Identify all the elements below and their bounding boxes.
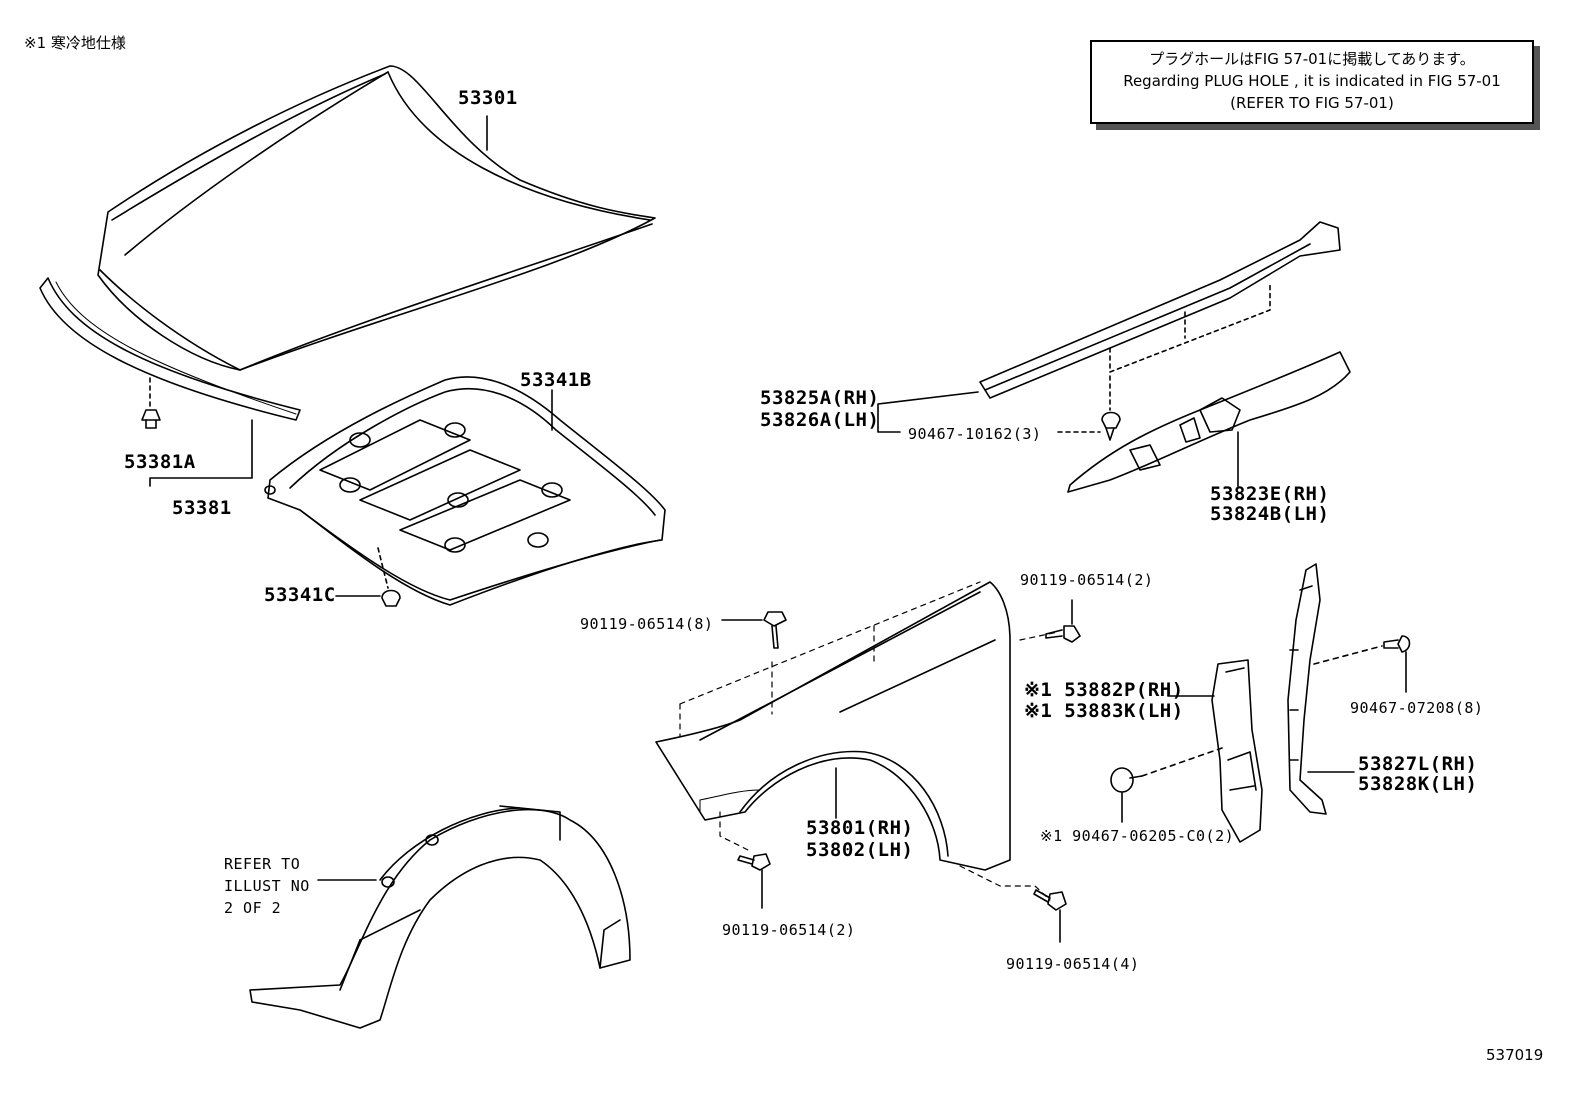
label-90119-06514-2[interactable]: 90119-06514(2)	[722, 921, 856, 939]
label-53823E[interactable]: 53823E(RH)	[1210, 483, 1330, 505]
bolt-lower-right	[1034, 890, 1066, 942]
label-53801[interactable]: 53801(RH)	[806, 817, 914, 839]
label-53381A[interactable]: 53381A	[124, 451, 196, 473]
label-90467-06205[interactable]: ※1 90467-06205-C0(2)	[1040, 827, 1235, 845]
reference-note-ref: (REFER TO FIG 57-01)	[1230, 94, 1394, 112]
label-53341B[interactable]: 53341B	[520, 369, 592, 391]
label-53883K[interactable]: ※1 53883K(LH)	[1024, 700, 1184, 722]
label-90119-06514-8[interactable]: 90119-06514(8)	[580, 615, 714, 633]
reference-note-jp: プラグホールはFIG 57-01に掲載してあります。	[1149, 50, 1475, 68]
label-90467-07208[interactable]: 90467-07208(8)	[1350, 699, 1484, 717]
screw-90467-07208	[1314, 636, 1410, 692]
label-53824B[interactable]: 53824B(LH)	[1210, 503, 1330, 525]
hood-seal	[40, 278, 300, 420]
reference-note-box: プラグホールはFIG 57-01に掲載してあります。 Regarding PLU…	[1090, 40, 1534, 124]
leader-53825A	[878, 392, 978, 432]
label-53826A[interactable]: 53826A(LH)	[760, 409, 880, 431]
label-53802[interactable]: 53802(LH)	[806, 839, 914, 861]
figure-id: 537019	[1486, 1046, 1544, 1064]
label-53827L[interactable]: 53827L(RH)	[1358, 753, 1478, 775]
fender-dashed	[680, 582, 1058, 900]
fender-seal	[1212, 660, 1262, 842]
hood-panel	[98, 66, 655, 370]
cowl-top-panel	[980, 222, 1340, 410]
label-90467-10162[interactable]: 90467-10162(3)	[908, 425, 1042, 443]
front-fender	[656, 582, 1010, 870]
label-53341C[interactable]: 53341C	[264, 584, 336, 606]
pillar-seal	[1288, 564, 1326, 814]
label-illust-no[interactable]: ILLUST NO	[224, 877, 310, 895]
grommet	[1111, 748, 1222, 822]
corner-note: ※1 寒冷地仕様	[24, 34, 126, 52]
bolt-top	[1046, 600, 1080, 642]
bolt-lower-left	[738, 854, 770, 908]
label-53381[interactable]: 53381	[172, 497, 232, 519]
label-53828K[interactable]: 53828K(LH)	[1358, 773, 1478, 795]
cowl-side-seal	[1068, 352, 1350, 492]
label-53882P[interactable]: ※1 53882P(RH)	[1024, 679, 1184, 701]
label-refer-to[interactable]: REFER TO	[224, 855, 301, 873]
label-53825A[interactable]: 53825A(RH)	[760, 387, 880, 409]
label-2-of-2[interactable]: 2 OF 2	[224, 899, 282, 917]
hood-clip	[142, 378, 160, 428]
fender-liner	[250, 806, 630, 1028]
label-90119-06514-top[interactable]: 90119-06514(2)	[1020, 571, 1154, 589]
bolt-8	[722, 612, 786, 648]
label-53301[interactable]: 53301	[458, 87, 518, 109]
reference-note-en: Regarding PLUG HOLE , it is indicated in…	[1123, 72, 1501, 90]
label-90119-06514-4[interactable]: 90119-06514(4)	[1006, 955, 1140, 973]
leader-53381	[150, 420, 252, 486]
cowl-clip	[1058, 413, 1120, 441]
hood-insulator	[265, 377, 665, 605]
insulator-clip	[336, 548, 400, 606]
